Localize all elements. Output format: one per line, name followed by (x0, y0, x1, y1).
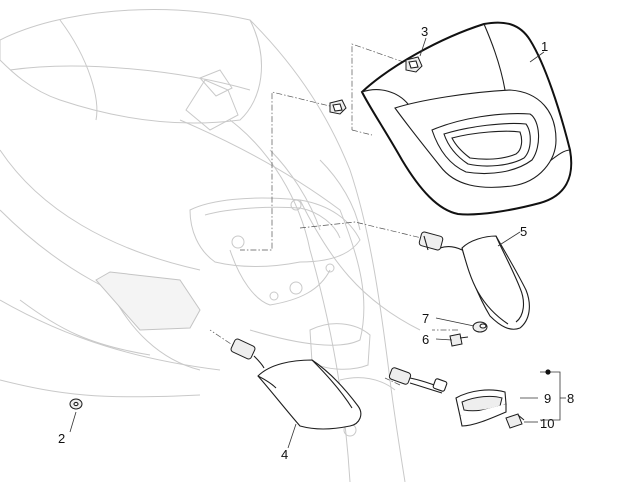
rear-light-cover (360, 21, 573, 216)
left-turn-indicator (230, 338, 362, 430)
callout-7: 7 (422, 311, 429, 326)
bracket-dot-marker (545, 369, 551, 375)
callout-9: 9 (544, 391, 551, 406)
nut-part-7 (472, 321, 488, 333)
callout-6: 6 (422, 332, 429, 347)
right-turn-indicator (418, 231, 530, 330)
washer-part-2 (69, 398, 83, 410)
callout-5: 5 (520, 224, 527, 239)
callout-10: 10 (540, 416, 554, 431)
callout-8: 8 (567, 391, 574, 406)
callout-3: 3 (421, 24, 428, 39)
callout-2: 2 (58, 431, 65, 446)
plate-light-assembly (388, 367, 525, 429)
scooter-body-ghost (0, 9, 421, 482)
leader-lines (69, 37, 566, 449)
clip-part-3b (329, 99, 347, 115)
callout-4: 4 (281, 447, 288, 462)
clip-part-3 (405, 56, 423, 73)
screw-part-6 (449, 333, 469, 347)
callout-1: 1 (541, 39, 548, 54)
assembly-lines (209, 43, 458, 386)
